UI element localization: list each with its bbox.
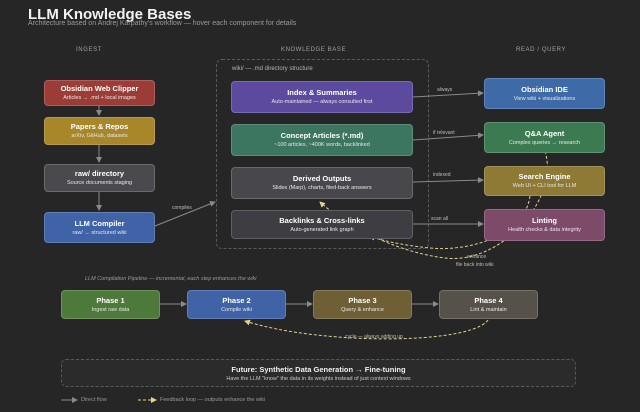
node-subtitle: Slides (Marp), charts, filed-back answer… [272, 185, 372, 192]
node-phase-3[interactable]: Phase 3 Query & enhance [313, 290, 412, 319]
node-title: LLM Compiler [74, 218, 125, 228]
edge-if-relevant [412, 132, 484, 141]
node-phase-1[interactable]: Phase 1 Ingest raw data [61, 290, 160, 319]
node-subtitle: Source documents staging [66, 180, 133, 187]
node-title: Phase 4 [474, 295, 503, 305]
edge-label-file-back: file back into wiki [456, 262, 494, 268]
node-title: Linting [532, 216, 557, 226]
future-box[interactable]: Future: Synthetic Data Generation → Fine… [61, 359, 576, 387]
node-concept-articles[interactable]: Concept Articles (*.md) ~100 articles, ~… [231, 124, 413, 156]
node-title: Obsidian IDE [521, 84, 568, 94]
edge-label-indexed: indexed [433, 172, 451, 178]
node-obsidian-web-clipper[interactable]: Obsidian Web Clipper Articles → .md + lo… [44, 80, 155, 106]
edge-label-compiles: compiles [172, 205, 192, 211]
legend-feedback-label: Feedback loop — outputs enhance the wiki [160, 397, 266, 403]
pipeline-label: LLM Compilation Pipeline — incremental, … [85, 276, 257, 282]
feedback-edge-enhance [369, 195, 531, 250]
node-subtitle: Auto-maintained — always consulted first [271, 99, 373, 106]
node-obsidian-ide[interactable]: Obsidian IDE View wiki + visualizations [484, 78, 605, 109]
node-subtitle: Auto-generated link graph [290, 226, 354, 233]
node-subtitle: raw/ → structured wiki [72, 229, 127, 236]
column-heading-ingest: INGEST [76, 47, 102, 53]
node-subtitle: Articles → .md + local images [63, 95, 136, 102]
legend-direct-label: Direct flow [81, 397, 107, 403]
node-derived-outputs[interactable]: Derived Outputs Slides (Marp), charts, f… [231, 167, 413, 199]
edge-label-if-relevant: if relevant [433, 130, 455, 136]
node-title: Phase 1 [96, 295, 125, 305]
node-phase-4[interactable]: Phase 4 Lint & maintain [439, 290, 538, 319]
edge-label-cycle: cycle — always adding up [345, 334, 403, 340]
node-title: Derived Outputs [292, 174, 352, 184]
node-title: Search Engine [518, 172, 571, 182]
node-subtitle: Ingest raw data [91, 306, 130, 313]
node-search-engine[interactable]: Search Engine Web UI + CLI tool for LLM [484, 166, 605, 196]
node-subtitle: Query & enhance [341, 306, 384, 313]
node-title: Phase 3 [348, 295, 377, 305]
node-title: Concept Articles (*.md) [280, 131, 364, 141]
node-qa-agent[interactable]: Q&A Agent Complex queries → research [484, 122, 605, 153]
edge-label-always: always [437, 87, 453, 93]
edge-always [412, 90, 484, 98]
node-subtitle: Web UI + CLI tool for LLM [512, 183, 577, 190]
node-subtitle: Health checks & data integrity [508, 227, 581, 234]
column-heading-read-query: READ / QUERY [516, 47, 567, 53]
node-subtitle: Complex queries → research [508, 139, 581, 146]
node-index-summaries[interactable]: Index & Summaries Auto-maintained — alwa… [231, 81, 413, 113]
node-subtitle: ~100 articles, ~400K words, backlinked [274, 142, 370, 149]
edge-label-enhance: enhance [467, 254, 487, 260]
node-title: Obsidian Web Clipper [60, 84, 139, 94]
node-backlinks-cross-links[interactable]: Backlinks & Cross-links Auto-generated l… [231, 210, 413, 239]
node-papers-repos[interactable]: Papers & Repos arXiv, GitHub, datasets [44, 117, 155, 145]
node-subtitle: View wiki + visualizations [513, 95, 576, 102]
column-heading-knowledge-base: KNOWLEDGE BASE [281, 47, 347, 53]
node-llm-compiler[interactable]: LLM Compiler raw/ → structured wiki [44, 212, 155, 243]
edge-compiles [154, 201, 216, 227]
node-title: Backlinks & Cross-links [279, 215, 365, 225]
knowledge-base-frame-label: wiki/ — .md directory structure [232, 66, 313, 72]
node-raw-directory[interactable]: raw/ directory Source documents staging [44, 164, 155, 192]
future-title: Future: Synthetic Data Generation → Fine… [231, 364, 406, 374]
feedback-edge-cycle [244, 319, 489, 340]
future-subtitle: Have the LLM "know" the data in its weig… [226, 375, 411, 382]
node-title: raw/ directory [74, 169, 125, 179]
page-subtitle: Architecture based on Andrej Karpathy's … [28, 20, 297, 27]
node-title: Papers & Repos [70, 122, 129, 132]
edge-label-scan-all: scan all [431, 216, 448, 222]
page-title: LLM Knowledge Bases [28, 6, 192, 23]
node-subtitle: Lint & maintain [470, 306, 507, 313]
node-title: Index & Summaries [287, 88, 357, 98]
node-linting[interactable]: Linting Health checks & data integrity [484, 209, 605, 241]
node-subtitle: Compile wiki [221, 306, 252, 313]
node-phase-2[interactable]: Phase 2 Compile wiki [187, 290, 286, 319]
node-subtitle: arXiv, GitHub, datasets [71, 133, 128, 140]
node-title: Q&A Agent [524, 128, 565, 138]
edge-indexed [412, 177, 484, 184]
knowledge-base-frame [216, 59, 429, 249]
node-title: Phase 2 [222, 295, 251, 305]
